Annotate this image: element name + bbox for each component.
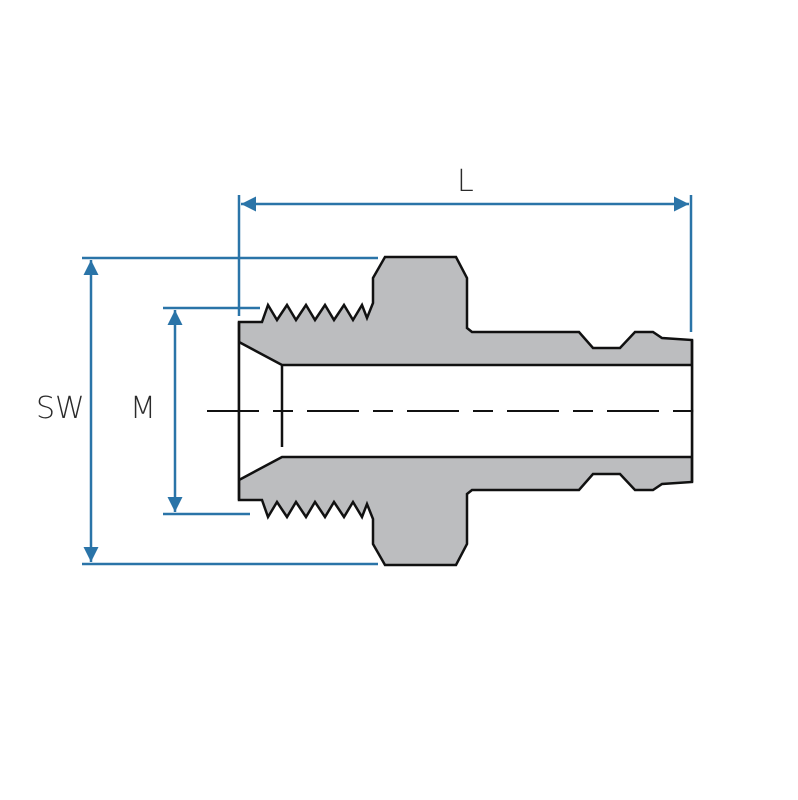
hex-size-label: SW (36, 391, 85, 426)
bore (239, 342, 692, 480)
thread-label: M (130, 391, 156, 426)
fitting-body (207, 255, 694, 567)
bore-outline (237, 322, 694, 500)
dimensions (82, 195, 693, 566)
length-label: L (457, 164, 474, 199)
